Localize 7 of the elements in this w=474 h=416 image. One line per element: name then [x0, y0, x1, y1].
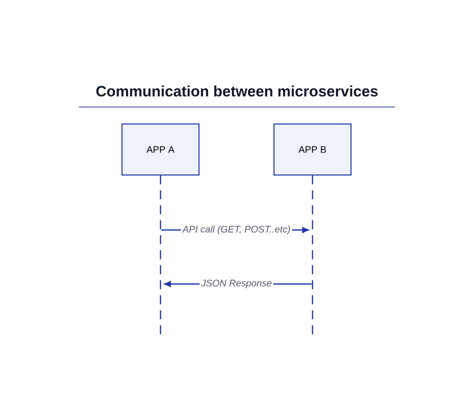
app-box: APP B	[274, 124, 352, 176]
lifeline	[160, 175, 162, 336]
app-box: APP A	[122, 124, 200, 176]
edge-label: JSON Response	[200, 278, 274, 290]
edge-label: API call (GET, POST..etc)	[180, 224, 292, 236]
lifeline	[312, 175, 314, 336]
title: Communication between microservices	[96, 86, 378, 96]
